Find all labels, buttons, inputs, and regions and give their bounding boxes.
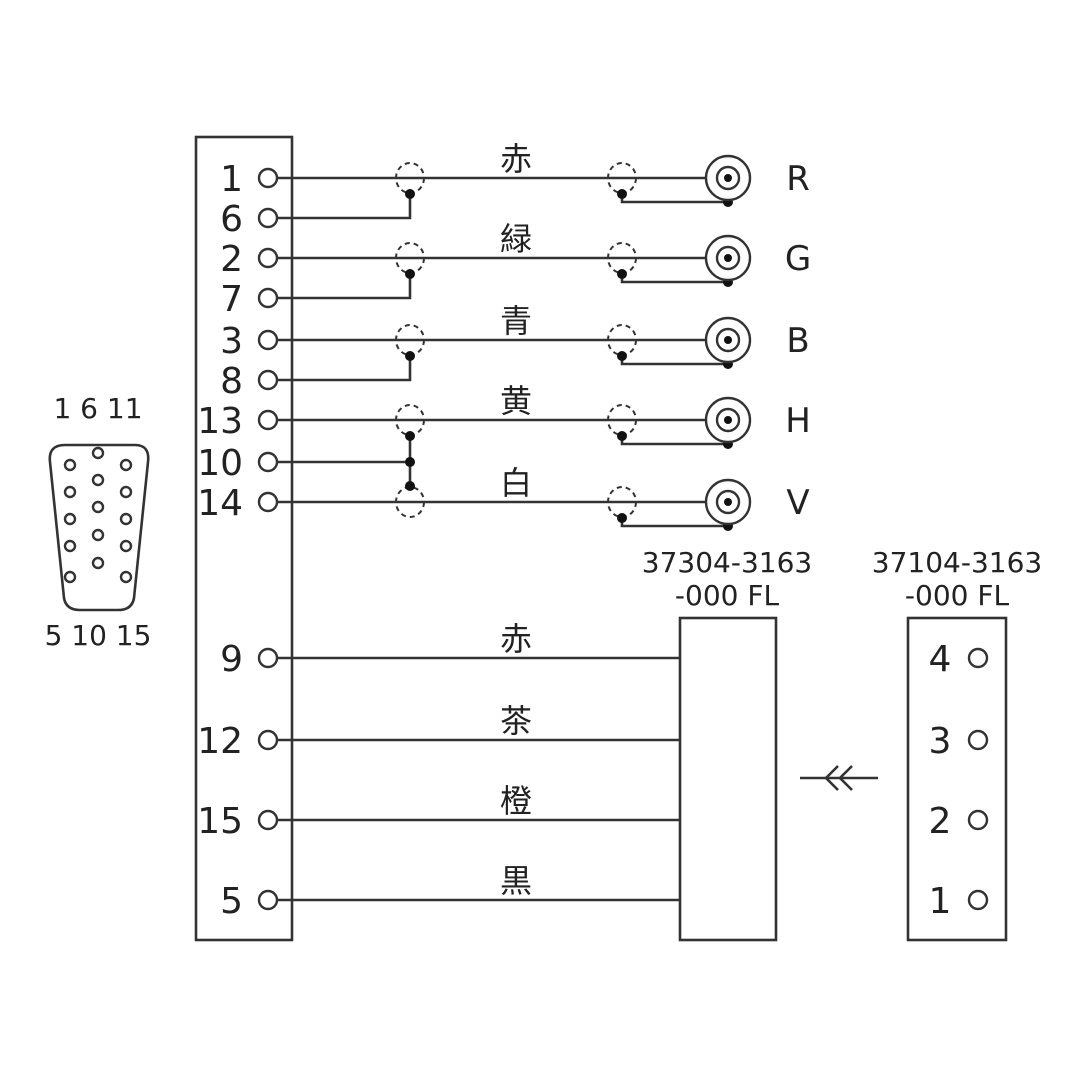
wire-color-label: 白 [500, 464, 532, 502]
ground-wire [277, 354, 412, 382]
db15-hole [91, 473, 105, 487]
db15-shell [48, 443, 150, 612]
db15-pin-number: 6 [220, 199, 243, 240]
connector-b-block [906, 616, 1008, 942]
wire-color-label: 茶 [500, 702, 532, 740]
db15-pin-terminal [257, 207, 279, 229]
db15-hole [119, 458, 133, 472]
db15-pin-terminal [257, 889, 279, 911]
bnc-center-dot [724, 416, 732, 424]
db15-hole [63, 485, 77, 499]
connector-b-pin-number: 4 [929, 639, 952, 680]
db15-hole [91, 528, 105, 542]
output-signal-label: R [786, 159, 810, 199]
db15-pin-holes [63, 446, 133, 584]
db15-hole [119, 539, 133, 553]
bnc-center-dot [724, 336, 732, 344]
db15-pin-terminal [257, 329, 279, 351]
junction-dot [405, 269, 415, 279]
connector-a-part-number: 37304-3163 [642, 546, 812, 579]
db15-pin-terminal [257, 491, 279, 513]
db15-pin-terminal [257, 167, 279, 189]
db15-hole [63, 539, 77, 553]
db15-pin-terminal [257, 287, 279, 309]
connector-b-pin-number: 2 [929, 801, 952, 842]
bnc-center-dot [724, 174, 732, 182]
junction-dot [617, 189, 627, 199]
wire-color-label: 緑 [500, 220, 532, 258]
connector-a-part-suffix: -000 FL [675, 579, 780, 612]
connector-b-part-number: 37104-3163 [872, 546, 1042, 579]
connector-b-pin-number: 3 [929, 721, 952, 762]
connector-b-terminal [967, 889, 989, 911]
db15-pin-terminal [257, 247, 279, 269]
output-signal-label: V [786, 483, 809, 523]
db15-pin-terminal [257, 409, 279, 431]
output-signal-label: G [785, 239, 811, 279]
output-signal-label: B [786, 321, 809, 361]
wire-color-label: 赤 [500, 620, 532, 658]
db15-hole [119, 570, 133, 584]
db15-hole [119, 512, 133, 526]
db15-hole [91, 446, 105, 460]
db15-pin-terminal [257, 809, 279, 831]
db15-pin-terminal [257, 729, 279, 751]
junction-dot [405, 189, 415, 199]
junction-dot [405, 481, 415, 491]
db15-pin-number: 3 [220, 321, 243, 362]
output-signal-label: H [785, 401, 811, 441]
db15-hole [119, 485, 133, 499]
db15-pin-terminal [257, 451, 279, 473]
db15-pin-number: 14 [197, 483, 243, 524]
wire-color-label: 青 [500, 302, 532, 340]
wire-color-label: 赤 [500, 140, 532, 178]
db15-pin-number: 7 [220, 279, 243, 320]
db15-top-pin-label: 1 6 11 [53, 392, 142, 425]
db15-pin-number: 12 [197, 721, 243, 762]
junction-dot [617, 513, 627, 523]
connector-b-terminal [967, 729, 989, 751]
db15-pin-number: 15 [197, 801, 243, 842]
bnc-center-dot [724, 254, 732, 262]
db15-pin-number: 13 [197, 401, 243, 442]
junction-dot [617, 351, 627, 361]
db15-hole [91, 500, 105, 514]
connector-b-pins: 4 3 2 1 [929, 639, 989, 922]
wire-color-label: 黒 [500, 862, 532, 900]
junction-dot [617, 269, 627, 279]
db15-pin-terminal [257, 369, 279, 391]
db15-hole [63, 570, 77, 584]
db15-pin-number: 9 [220, 639, 243, 680]
db15-pin-number: 5 [220, 881, 243, 922]
junction-dot [405, 457, 415, 467]
db15-pin-number: 2 [220, 239, 243, 280]
wire-color-label: 橙 [500, 782, 532, 820]
junction-dot [617, 431, 627, 441]
connector-b-part-suffix: -000 FL [905, 579, 1010, 612]
db15-hole [63, 512, 77, 526]
db15-pin-terminal [257, 647, 279, 669]
db15-hole [63, 458, 77, 472]
junction-dot [405, 431, 415, 441]
db15-pin-block [194, 135, 294, 942]
junction-dot [405, 351, 415, 361]
mating-arrow-icon [800, 765, 878, 791]
db15-connector-icon: 1 6 11 5 10 15 [45, 392, 152, 652]
connector-b-terminal [967, 809, 989, 831]
ground-wire [277, 272, 412, 300]
db15-hole [91, 556, 105, 570]
connector-a-block [678, 616, 778, 942]
connector-b-terminal [967, 647, 989, 669]
wire-color-label: 黄 [500, 382, 532, 420]
db15-bottom-pin-label: 5 10 15 [45, 619, 152, 652]
connector-b-pin-number: 1 [929, 881, 952, 922]
db15-pin-number: 1 [220, 159, 243, 200]
db15-pin-number: 10 [197, 443, 243, 484]
ground-wire [277, 192, 412, 220]
bnc-center-dot [724, 498, 732, 506]
db15-pin-number: 8 [220, 361, 243, 402]
